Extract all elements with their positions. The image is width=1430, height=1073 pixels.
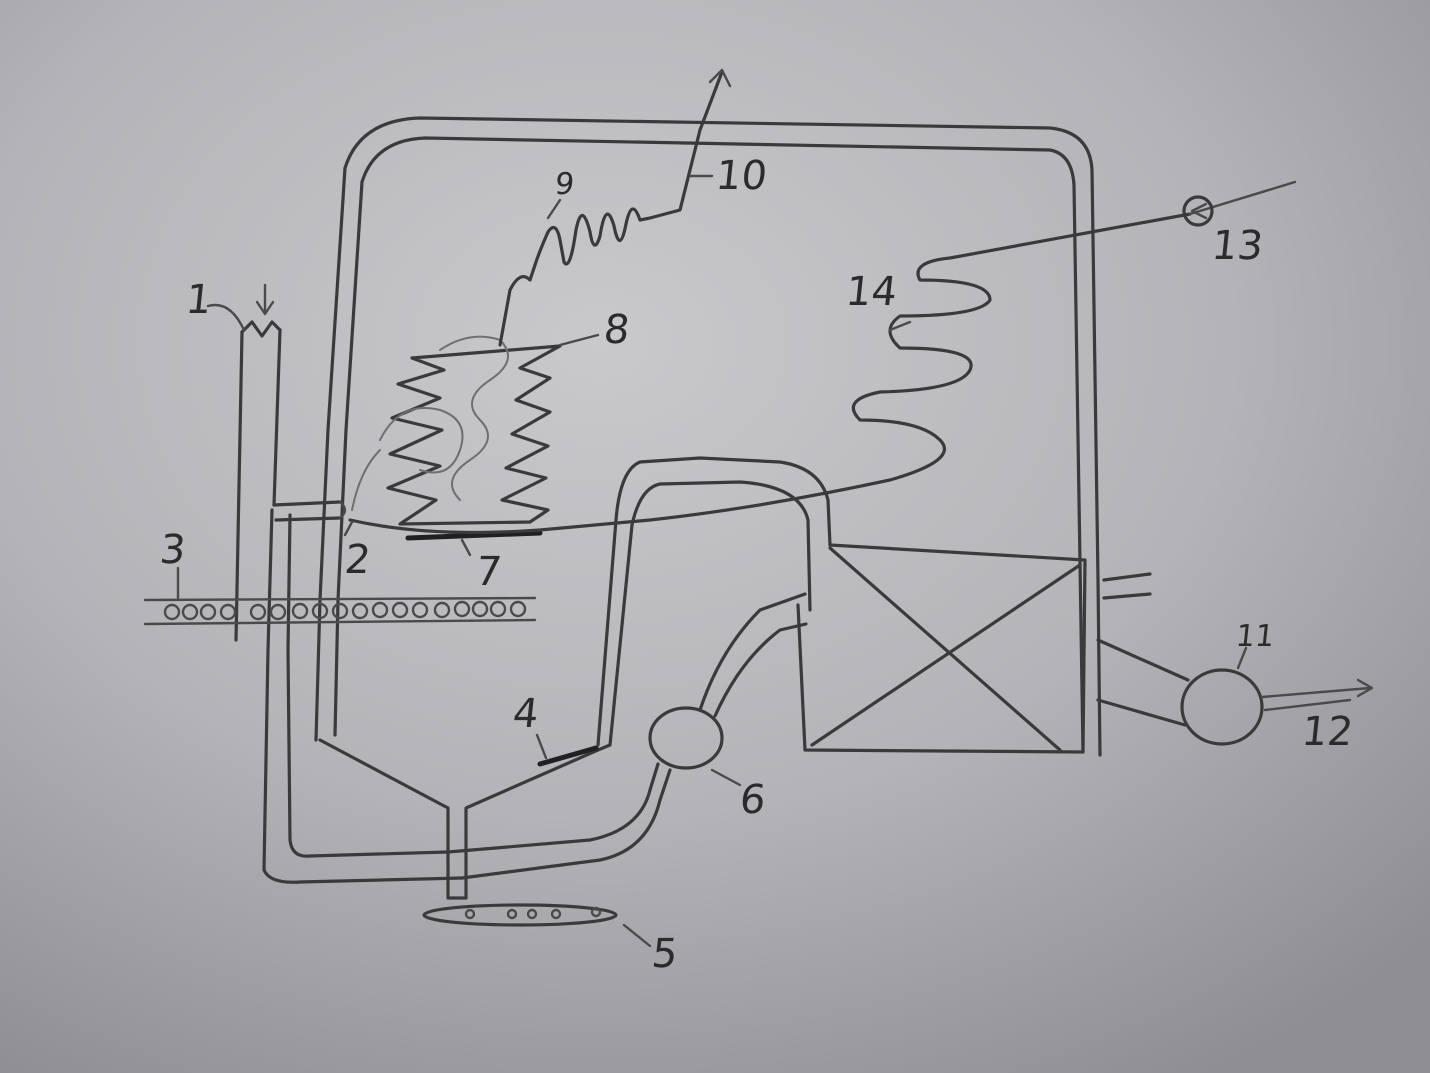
label-8: 8 — [601, 307, 632, 353]
right-stubs — [1102, 572, 1152, 600]
pump-6-leader — [710, 768, 742, 787]
housing-inner-top — [360, 136, 1085, 754]
label-5: 5 — [649, 931, 680, 977]
faint-coil-3 — [351, 449, 381, 511]
sensor-13-arrow — [1190, 202, 1208, 220]
filter-box — [796, 543, 1087, 754]
label-6: 6 — [737, 777, 768, 823]
pump-6 — [446, 592, 808, 880]
roller-bar — [143, 596, 537, 626]
housing-outer-right-lower — [1096, 578, 1102, 757]
arrow-12-line-2 — [1263, 698, 1352, 712]
pump-out-lower — [713, 622, 808, 718]
label-3: 3 — [157, 527, 188, 573]
leader-14 — [888, 320, 912, 332]
faint-coil-1 — [439, 335, 509, 501]
leader-4 — [535, 733, 548, 760]
faint-coil-2 — [379, 407, 464, 474]
label-13: 13 — [1209, 223, 1266, 269]
roller-bar-top — [143, 596, 537, 602]
leader-9 — [546, 198, 562, 220]
label-4: 4 — [510, 691, 541, 737]
riser-inner — [608, 480, 812, 747]
leader-8 — [558, 333, 600, 347]
label-1: 1 — [183, 277, 214, 323]
filter-box-outline — [796, 543, 1087, 754]
riser-outer — [596, 456, 832, 747]
branch-pipe-top — [272, 500, 342, 507]
leader-1 — [206, 303, 246, 332]
label-leaders — [176, 198, 652, 948]
outlet-to-pump-11 — [1096, 638, 1374, 746]
filter-box-diagonal-2 — [810, 563, 1082, 747]
leader-7 — [460, 538, 472, 557]
exhaust-wiggle — [498, 70, 724, 347]
sensor-13-lead — [1188, 180, 1297, 216]
pump-11-body — [1180, 668, 1264, 746]
arrow-12-line-1 — [1260, 686, 1372, 699]
riser-duct — [596, 456, 832, 747]
outlet-pipe-top — [1096, 638, 1190, 682]
leader-2 — [343, 520, 354, 537]
exhaust-line — [498, 68, 732, 347]
outlet-pipe-bottom — [1096, 698, 1187, 727]
stub-1 — [1102, 572, 1152, 582]
coil-14 — [348, 180, 1297, 535]
branch-pipe-bottom — [274, 516, 342, 522]
outer-loop-left-inner — [286, 513, 450, 858]
pump-pipe-inner — [446, 762, 660, 854]
label-2: 2 — [342, 537, 373, 583]
coil-heater — [351, 335, 562, 541]
pump-out-upper — [698, 592, 807, 712]
heater-base-7 — [405, 530, 543, 541]
pump-11-leader — [1236, 646, 1248, 670]
filter-box-diagonal-1 — [828, 546, 1062, 752]
roller-circles — [163, 600, 527, 621]
hopper — [318, 738, 612, 900]
left-wall-outer — [314, 166, 347, 742]
roller-bar-bottom — [143, 618, 537, 626]
pump-pipe-outer — [460, 768, 672, 880]
housing-outer-top — [343, 116, 1100, 582]
label-11: 11 — [1234, 619, 1277, 654]
label-9: 9 — [553, 167, 576, 202]
sensor-13 — [1182, 195, 1214, 227]
feed-pipe-top — [240, 320, 282, 338]
coil-14-line — [348, 212, 1192, 535]
exhaust-arrow-head — [708, 68, 732, 88]
bottom-tray — [422, 903, 618, 927]
arrow-12-head — [1356, 678, 1374, 698]
pump-6-body — [648, 706, 724, 770]
hopper-mark — [537, 745, 599, 767]
leader-5 — [622, 923, 652, 948]
label-14: 14 — [843, 269, 900, 315]
label-12: 12 — [1299, 709, 1356, 755]
nozzle-2 — [338, 500, 347, 520]
feed-pipe-left — [234, 330, 244, 642]
feed-pipe — [234, 283, 347, 642]
stub-2 — [1102, 592, 1152, 600]
label-7: 7 — [473, 549, 504, 595]
feed-arrow-head — [255, 300, 275, 316]
outer-loop-left-outer — [262, 508, 464, 884]
hopper-outline — [318, 738, 612, 900]
feed-pipe-right — [272, 328, 282, 507]
tray-ellipse — [422, 903, 618, 927]
label-10: 10 — [713, 153, 770, 199]
